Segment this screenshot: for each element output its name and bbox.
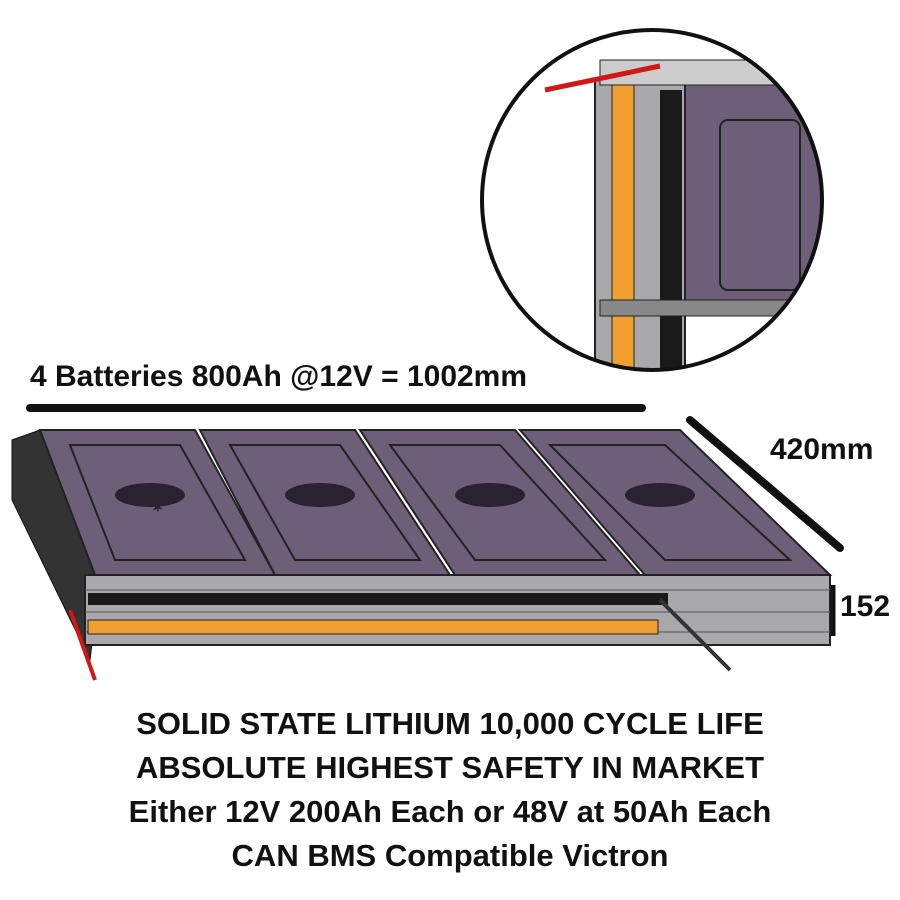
feature-line-3: Either 12V 200Ah Each or 48V at 50Ah Eac… [128,794,772,829]
red-cable [68,609,97,681]
battery-logos [115,483,695,507]
depth-dimension-line [686,416,844,552]
feature-line-2: ABSOLUTE HIGHEST SAFETY IN MARKET [135,750,765,785]
black-busbar [88,593,668,605]
orange-busbar [87,619,659,635]
battery-pack-sides [11,429,831,681]
pack-width-label: 4 Batteries 800Ah @12V = 1002mm [30,360,528,393]
detail-inset [480,28,824,372]
black-cable [658,598,732,672]
feature-line-1: SOLID STATE LITHIUM 10,000 CYCLE LIFE [136,706,764,741]
pack-depth-label: 420mm [770,433,874,466]
pack-height-label: 152 [840,590,891,623]
feature-line-4: CAN BMS Compatible Victron [231,838,669,873]
